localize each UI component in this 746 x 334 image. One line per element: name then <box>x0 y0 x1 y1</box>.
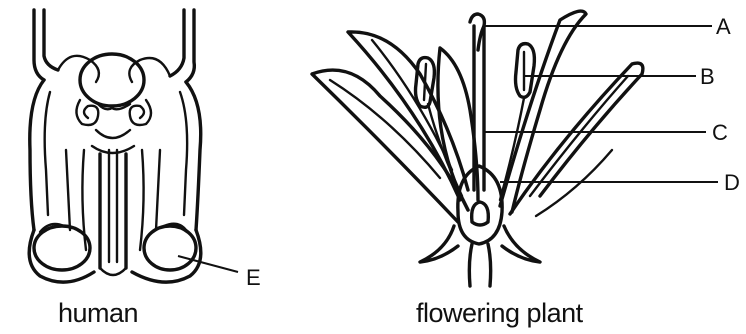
label-d: D <box>724 170 740 195</box>
caption-human: human <box>58 298 138 328</box>
label-b: B <box>700 64 715 89</box>
human-reproductive-system-drawing <box>29 10 201 282</box>
flower-drawing <box>312 11 643 286</box>
caption-flowering-plant: flowering plant <box>416 298 584 328</box>
label-c: C <box>712 120 728 145</box>
label-e: E <box>246 265 261 290</box>
label-a: A <box>716 14 731 39</box>
